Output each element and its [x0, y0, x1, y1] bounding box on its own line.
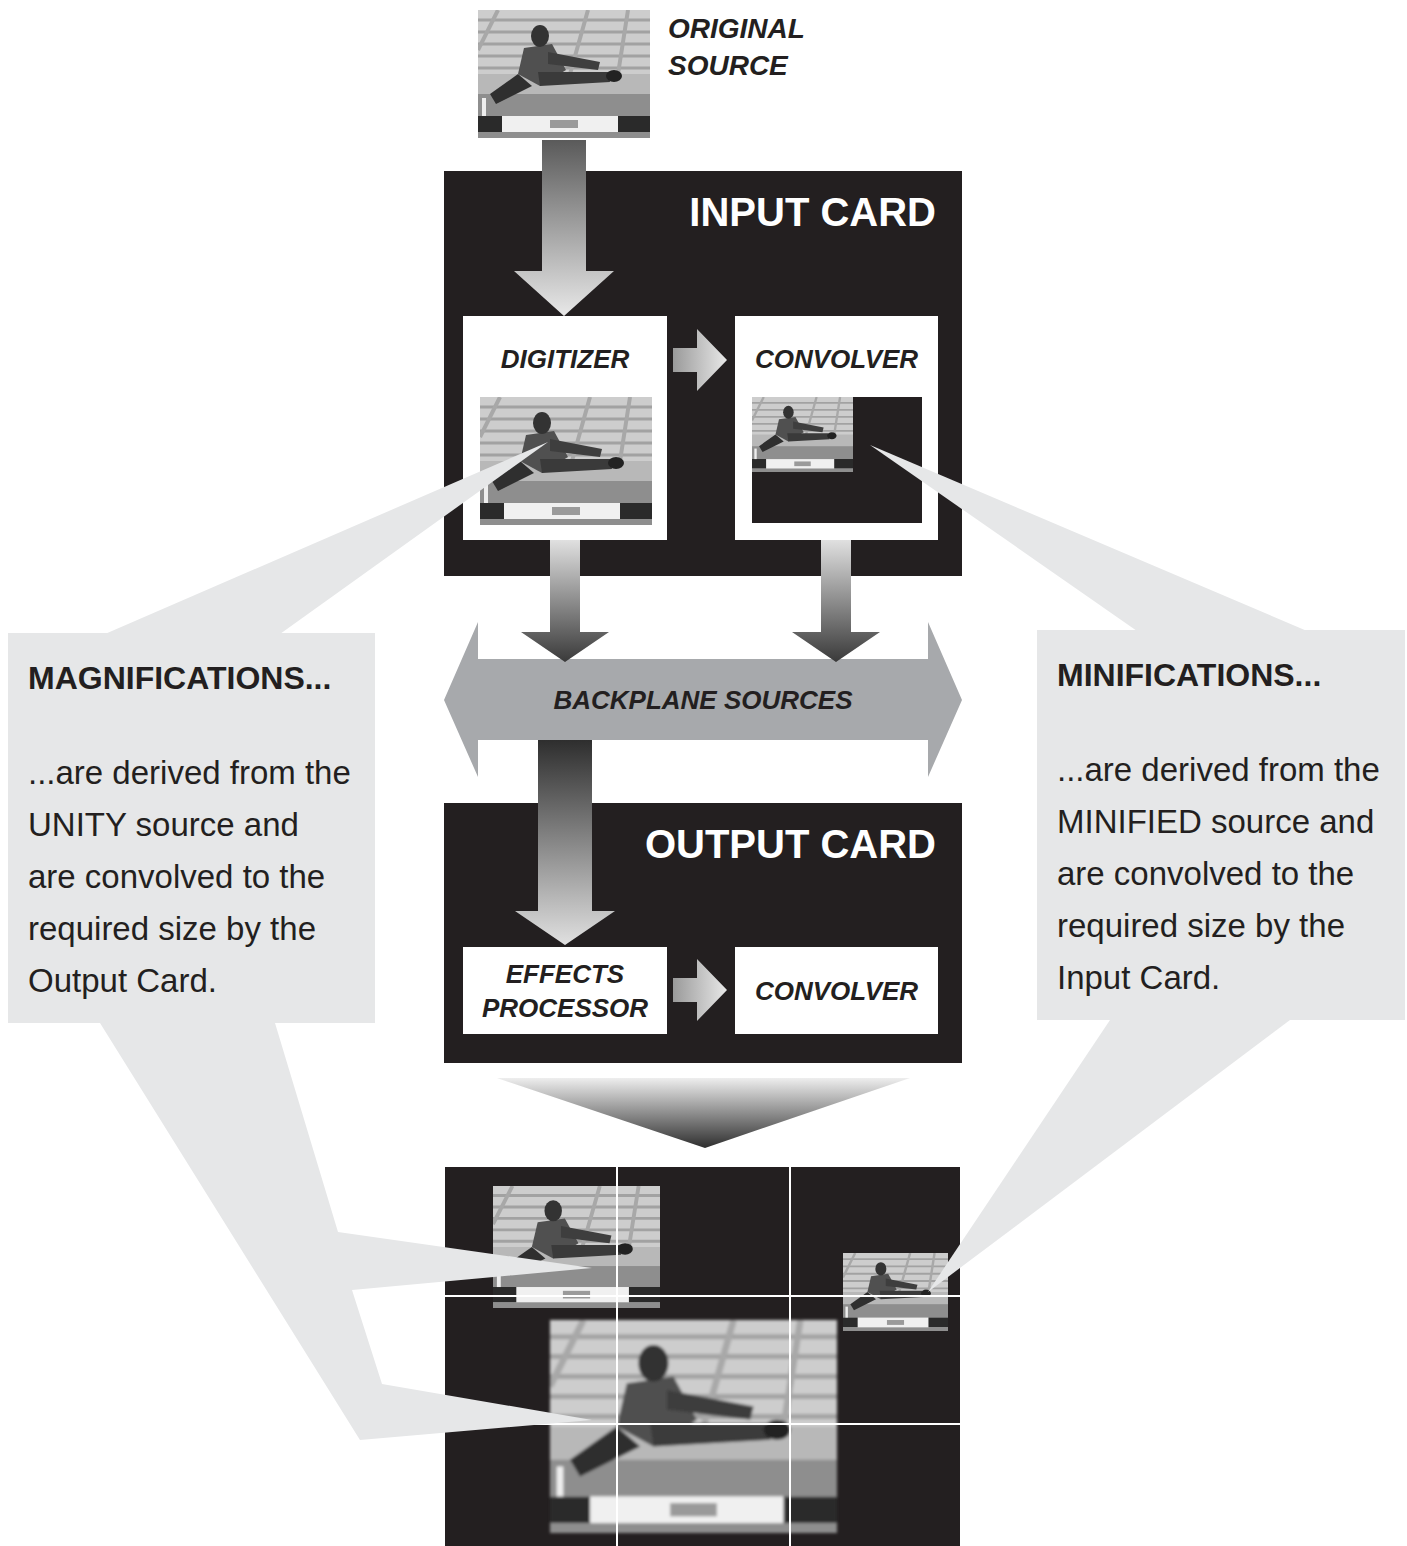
image-frame [478, 10, 650, 138]
callout-box: MAGNIFICATIONS... ...are derived from the… [8, 633, 375, 1023]
flow-arrow [521, 540, 609, 662]
callout-wedge [928, 1020, 1290, 1292]
callout-wedge [870, 445, 1307, 631]
source-image [480, 397, 652, 525]
digitizer-box: DIGITIZER [463, 316, 667, 540]
callout-body: ...are derived from the UNITY source and… [28, 747, 355, 1007]
flow-arrow [673, 959, 727, 1021]
source-image [478, 10, 650, 138]
image-frame [480, 397, 652, 525]
callout-wedge [100, 1023, 592, 1440]
flow-arrow [514, 140, 614, 316]
image-background [752, 397, 922, 523]
box-label: CONVOLVER [735, 316, 938, 374]
callout-body: ...are derived from the MINIFIED source … [1057, 744, 1385, 1004]
image-frame [752, 397, 922, 523]
card-title: OUTPUT CARD [444, 803, 962, 867]
backplane-bus: BACKPLANE SOURCES [444, 622, 962, 777]
convolver-box: CONVOLVER [735, 947, 938, 1034]
input-card: DIGITIZER CONVOLVER INPUT CARD [444, 171, 962, 576]
bus-label: BACKPLANE SOURCES [553, 685, 852, 715]
screen-grid [445, 1167, 960, 1546]
box-label: DIGITIZER [463, 316, 667, 374]
unity-image [493, 1186, 660, 1308]
minified-image [752, 397, 853, 472]
minified-image [843, 1253, 948, 1331]
output-funnel [497, 1078, 910, 1148]
bus-arrow-shape [444, 622, 962, 777]
flow-arrow [792, 540, 880, 662]
output-card: EFFECTS PROCESSOR CONVOLVER OUTPUT CARD [444, 803, 962, 1063]
box-label: CONVOLVER [747, 974, 926, 1008]
convolver-box: CONVOLVER [735, 316, 938, 540]
output-screen [445, 1167, 960, 1546]
source-label: ORIGINAL SOURCE [668, 10, 828, 84]
callout-wedge [105, 442, 548, 634]
box-label: EFFECTS PROCESSOR [463, 957, 667, 1025]
flow-arrow [515, 740, 615, 945]
effects-box: EFFECTS PROCESSOR [463, 947, 667, 1034]
source-node: ORIGINAL SOURCE [478, 10, 828, 138]
callout-heading: MINIFICATIONS... [1057, 656, 1385, 694]
callout-box: MINIFICATIONS... ...are derived from the … [1037, 630, 1405, 1020]
card-title: INPUT CARD [444, 171, 962, 235]
magnified-image [550, 1320, 837, 1533]
callout-heading: MAGNIFICATIONS... [28, 659, 355, 697]
flow-arrow [673, 329, 727, 391]
